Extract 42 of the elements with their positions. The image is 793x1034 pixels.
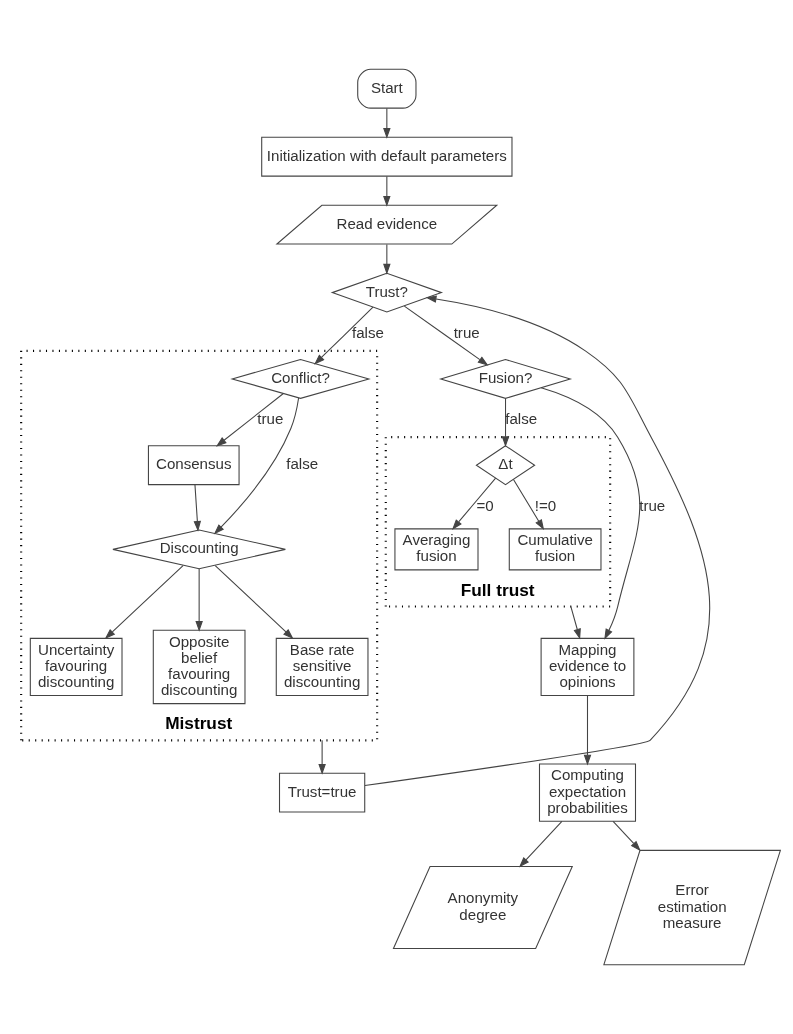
arrow [214, 565, 294, 640]
node-box: Opposite belief favouring discounting [152, 629, 246, 705]
arrow [451, 477, 497, 530]
arrow [314, 306, 374, 365]
arrow [104, 565, 184, 640]
arrow [195, 568, 203, 632]
node-box: Mapping evidence to opinions [540, 637, 635, 697]
arrow [403, 305, 489, 366]
node-box: Initialization with default parameters [261, 136, 513, 177]
edge-label: =0 [476, 496, 494, 514]
arrow [501, 398, 510, 448]
arrow [518, 820, 563, 868]
arrow [383, 243, 391, 275]
node-box: Averaging fusion [394, 528, 479, 571]
node-box: Uncertainty favouring discounting [29, 637, 123, 697]
arrow [213, 397, 300, 535]
node-box: Computing expectation probabilities [538, 763, 637, 822]
edge-label: false [352, 324, 384, 342]
arrow [364, 295, 710, 787]
arrow [583, 695, 592, 766]
node-box: Trust=true [278, 772, 366, 813]
node-diamond: Trust? [330, 272, 444, 313]
edge-label: false [286, 455, 319, 473]
node-diamond: Discounting [112, 529, 286, 570]
node-diamond: Δt [475, 445, 536, 486]
node-box: Cumulative fusion [508, 528, 602, 571]
edge-label: true [453, 324, 480, 342]
arrow [570, 606, 581, 640]
arrow [215, 392, 284, 447]
arrow [512, 478, 545, 531]
node-box: Consensus [147, 445, 240, 486]
arrow [383, 175, 391, 207]
arrow [318, 739, 326, 775]
arrow [193, 484, 202, 532]
arrow [612, 820, 641, 852]
edge-label: !=0 [534, 496, 557, 514]
edge-label: true [257, 410, 284, 428]
node-diamond: Conflict? [230, 358, 371, 399]
node-box: Start [357, 68, 417, 109]
arrow [383, 107, 391, 139]
node-box: Base rate sensitive discounting [275, 637, 369, 697]
arrow [540, 387, 641, 640]
